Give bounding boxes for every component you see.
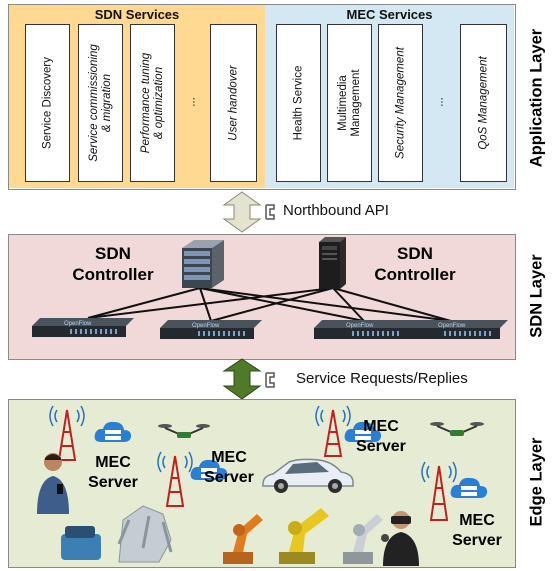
tower-server-icon bbox=[319, 237, 346, 289]
service-label: User handover bbox=[227, 65, 239, 141]
service-box-qos: QoS Management bbox=[460, 24, 507, 182]
openflow-label: OpenFlow bbox=[438, 323, 466, 329]
openflow-label: OpenFlow bbox=[346, 323, 374, 329]
cloud-server-icon bbox=[344, 421, 382, 442]
service-box-security: Security Management bbox=[378, 24, 423, 182]
industrial-robot-arm-icon bbox=[343, 514, 383, 564]
car-icon bbox=[262, 458, 354, 493]
sdn-services-title: SDN Services bbox=[94, 7, 180, 22]
industrial-robot-arm-icon bbox=[279, 508, 329, 564]
mec-services-title: MEC Services bbox=[346, 7, 433, 22]
rack-server-icon bbox=[182, 240, 224, 288]
cell-tower-icon bbox=[49, 405, 85, 461]
industrial-robot-arm-icon bbox=[223, 514, 263, 564]
service-label: Service commissioning& migration bbox=[87, 44, 113, 162]
drone-icon bbox=[430, 422, 484, 436]
drone-icon bbox=[158, 424, 210, 438]
cell-tower-icon bbox=[421, 461, 457, 521]
edge-layer-label: Edge Layer bbox=[527, 437, 546, 527]
openflow-switch-icon-3: OpenFlow bbox=[314, 320, 416, 339]
service-box-user-handover: User handover bbox=[210, 24, 257, 182]
service-double-arrow-icon bbox=[222, 358, 262, 400]
service-box-commissioning: Service commissioning& migration bbox=[78, 24, 123, 182]
cloud-server-icon bbox=[94, 421, 132, 442]
openflow-switch-icon-2: OpenFlow bbox=[160, 320, 262, 339]
openflow-label: OpenFlow bbox=[64, 321, 92, 327]
service-box-health: Health Service bbox=[276, 24, 321, 182]
vr-user-icon bbox=[381, 511, 419, 566]
service-label: Health Service bbox=[292, 65, 304, 141]
cloud-server-icon bbox=[190, 459, 228, 480]
person-with-phone-icon bbox=[37, 453, 69, 514]
service-label: Security Management bbox=[394, 47, 406, 159]
northbound-double-arrow-icon bbox=[222, 191, 262, 233]
service-box-service-discovery: Service Discovery bbox=[25, 24, 70, 182]
sdn-layer-label: SDN Layer bbox=[527, 254, 546, 338]
application-layer-frame bbox=[8, 4, 516, 190]
cloud-server-icon bbox=[450, 477, 488, 498]
cell-tower-icon bbox=[157, 451, 193, 507]
service-requests-label: Service Requests/Replies bbox=[296, 370, 468, 387]
bracket-icon bbox=[265, 204, 275, 220]
service-box-performance: Performance tuning& optimization bbox=[130, 24, 175, 182]
northbound-api-label: Northbound API bbox=[283, 202, 389, 219]
service-label: Service Discovery bbox=[41, 56, 53, 150]
mec-services-ellipsis: ... bbox=[433, 97, 446, 107]
bracket-icon bbox=[265, 372, 275, 388]
application-layer-label: Application Layer bbox=[527, 28, 546, 168]
openflow-label: OpenFlow bbox=[192, 323, 220, 329]
service-label: QoS Management bbox=[477, 56, 489, 150]
sdn-services-ellipsis: ... bbox=[185, 97, 198, 107]
cell-tower-icon bbox=[315, 405, 351, 457]
openflow-switch-icon-1: OpenFlow bbox=[32, 318, 134, 337]
surgical-robot-icon bbox=[61, 505, 173, 563]
service-label: Performance tuning& optimization bbox=[139, 52, 165, 154]
openflow-switch-icon-4: OpenFlow bbox=[406, 320, 508, 339]
controller-switch-links bbox=[87, 287, 452, 322]
